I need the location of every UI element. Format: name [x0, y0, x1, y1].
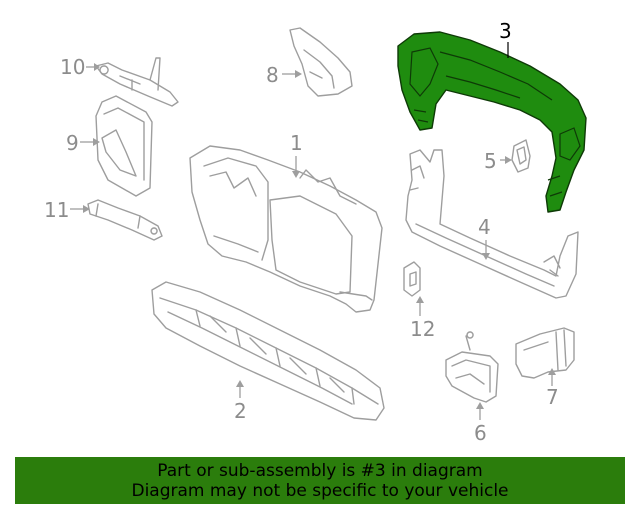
callout-11: 11 [44, 198, 90, 222]
callout-7: 7 [546, 368, 559, 409]
callout-5-label: 5 [484, 149, 497, 173]
part-7-intake-duct[interactable] [515, 327, 575, 379]
part-11-bracket[interactable] [87, 199, 163, 241]
part-1-radiator-support[interactable] [189, 145, 383, 313]
part-9-module[interactable] [95, 95, 153, 197]
callout-6-label: 6 [474, 421, 487, 445]
callout-3-label: 3 [499, 19, 512, 43]
callout-4: 4 [478, 215, 491, 260]
callout-11-label: 11 [44, 198, 69, 222]
banner-line-2: Diagram may not be specific to your vehi… [131, 481, 509, 501]
callout-9: 9 [66, 131, 100, 155]
callout-7-label: 7 [546, 385, 559, 409]
callout-2: 2 [234, 380, 247, 423]
callout-1-label: 1 [290, 131, 303, 155]
parts-diagram: 10 8 3 9 [44, 19, 587, 445]
part-2-bumper-beam[interactable] [151, 281, 385, 421]
callout-4-label: 4 [478, 215, 491, 239]
callout-9-label: 9 [66, 131, 79, 155]
part-10-bracket[interactable] [95, 57, 179, 107]
part-12-bracket[interactable] [403, 261, 421, 297]
callout-8: 8 [266, 63, 302, 87]
callout-5: 5 [484, 149, 512, 173]
part-5-clip[interactable] [511, 139, 531, 173]
banner-line-1: Part or sub-assembly is #3 in diagram [157, 461, 483, 481]
callout-6: 6 [474, 402, 487, 445]
callout-12-label: 12 [410, 317, 435, 341]
diagram-notice-banner: Part or sub-assembly is #3 in diagram Di… [15, 457, 625, 504]
part-8-bracket[interactable] [289, 27, 353, 97]
callout-12: 12 [410, 296, 435, 341]
part-6-air-duct[interactable] [445, 331, 499, 403]
callout-10: 10 [60, 55, 100, 79]
part-3-upper-support[interactable] [397, 31, 587, 213]
callout-3: 3 [499, 19, 512, 58]
callout-10-label: 10 [60, 55, 85, 79]
callout-1: 1 [290, 131, 303, 178]
callout-2-label: 2 [234, 399, 247, 423]
callout-8-label: 8 [266, 63, 279, 87]
